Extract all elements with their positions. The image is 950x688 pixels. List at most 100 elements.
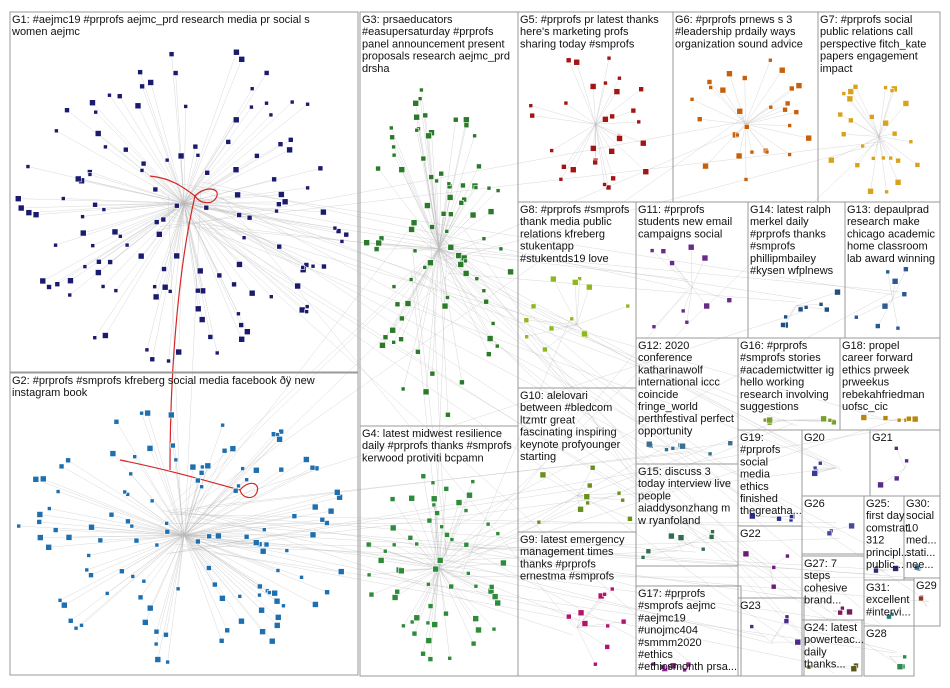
edge	[378, 242, 440, 249]
node-g6	[764, 149, 770, 155]
edge	[857, 136, 880, 166]
node-g4	[420, 473, 427, 480]
node-g2	[146, 445, 154, 452]
edge	[878, 88, 895, 137]
edge	[796, 305, 827, 310]
node-g9	[609, 586, 615, 592]
edge	[28, 202, 185, 213]
edge	[183, 104, 308, 204]
group-label-g15: w ryanfoland	[637, 515, 700, 527]
node-g3	[400, 386, 406, 392]
node-g4	[472, 615, 480, 622]
inter-group-edge	[413, 232, 882, 625]
node-g3	[429, 370, 436, 377]
node-g3	[462, 270, 470, 277]
node-g5	[558, 177, 564, 182]
group-label-g17: #smmm2020	[638, 637, 702, 649]
group-label-g8: thank media public	[520, 216, 612, 228]
edge	[183, 535, 222, 641]
node-g5	[563, 100, 569, 106]
edge	[691, 287, 730, 301]
node-g1	[161, 266, 167, 272]
node-g5	[565, 57, 572, 64]
node-g20	[811, 470, 819, 477]
node-g1	[111, 228, 119, 236]
edge	[132, 535, 185, 577]
node-g1	[79, 229, 87, 237]
node-g2	[73, 625, 79, 631]
node-g1	[168, 51, 175, 57]
node-g2	[165, 659, 170, 665]
node-g5	[569, 166, 577, 174]
node-g7	[852, 84, 859, 90]
node-g23	[783, 618, 790, 624]
node-g1	[67, 292, 73, 298]
edge	[59, 534, 185, 601]
edge	[576, 278, 580, 325]
node-g1	[231, 281, 237, 288]
node-g4	[431, 502, 437, 508]
edge	[112, 453, 185, 536]
edge	[143, 535, 185, 582]
node-g1	[264, 100, 269, 106]
edge	[595, 124, 609, 188]
edge	[115, 203, 185, 291]
node-g1	[254, 153, 260, 159]
edge	[878, 103, 907, 137]
inter-group-edge	[200, 539, 929, 602]
node-g1	[298, 306, 306, 314]
node-g2	[257, 583, 263, 590]
group-label-g9: management times	[520, 546, 614, 558]
node-g2	[253, 466, 260, 474]
inter-group-edge	[468, 550, 678, 560]
edge	[573, 124, 596, 170]
node-g5	[613, 88, 621, 95]
group-label-g4: daily #prprofs thanks #smprofs	[362, 440, 512, 452]
node-g4	[475, 626, 482, 634]
node-g1	[236, 311, 241, 317]
node-g1	[102, 332, 109, 339]
edge	[183, 534, 328, 593]
node-g3	[412, 99, 419, 107]
inter-group-edge	[208, 225, 897, 664]
edge	[183, 535, 279, 618]
group-label-g21: G21	[872, 432, 893, 444]
node-g12	[645, 440, 653, 448]
node-g10	[536, 519, 542, 525]
group-label-g14: #kysen wfplnews	[750, 265, 834, 277]
node-g5	[529, 112, 536, 119]
node-g4	[447, 655, 453, 661]
node-g1	[274, 208, 279, 214]
node-g3	[398, 336, 404, 342]
node-g4	[455, 499, 463, 506]
edge	[565, 102, 596, 125]
edge	[183, 529, 265, 536]
edge	[888, 655, 905, 658]
edge	[124, 491, 185, 536]
edge	[878, 136, 891, 159]
edge	[880, 467, 906, 486]
node-g15	[700, 546, 706, 552]
node-g30	[914, 564, 920, 571]
inter-group-edge	[175, 544, 459, 556]
edge	[183, 448, 234, 536]
group-label-g27: brand...	[804, 595, 841, 607]
group-box-g23	[737, 597, 805, 677]
node-g18	[896, 417, 902, 423]
node-g25	[892, 565, 899, 572]
group-label-g14: G14: latest ralph	[750, 204, 831, 216]
node-g1	[156, 231, 163, 238]
node-g2	[337, 568, 345, 575]
edge	[183, 522, 327, 536]
node-g3	[388, 125, 394, 131]
node-g4	[368, 591, 375, 598]
node-g5	[590, 145, 597, 152]
group-label-g30: 10	[906, 522, 918, 534]
node-g11	[726, 297, 733, 303]
edge	[21, 202, 185, 209]
highlight-edge	[119, 459, 241, 491]
node-g1	[300, 265, 306, 270]
edge	[183, 535, 223, 599]
node-g3	[412, 248, 418, 254]
node-g2	[32, 476, 40, 483]
